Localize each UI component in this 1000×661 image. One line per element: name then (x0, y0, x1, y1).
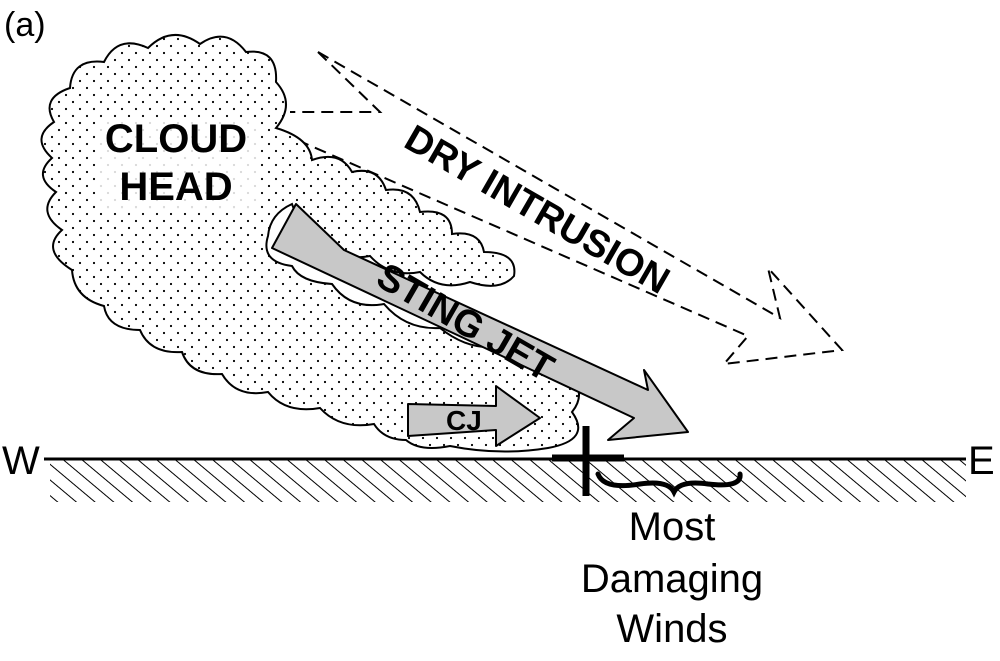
damaging-winds-label-line1: Most (629, 505, 716, 549)
cold-conveyor-jet-arrow (407, 385, 541, 447)
east-label: E (968, 439, 995, 483)
panel-label: (a) (4, 6, 46, 44)
cold-jet-label: CJ (446, 405, 482, 436)
sting-jet-arrow (271, 203, 689, 441)
damaging-winds-label-line2: Damaging (581, 557, 763, 601)
cloud-head-label-line2: HEAD (119, 165, 232, 209)
ground-hatching (50, 460, 966, 502)
damaging-winds-brace (595, 471, 743, 498)
damaging-winds-label-line3: Winds (616, 607, 727, 651)
dry-intrusion-arrow (287, 51, 845, 366)
west-label: W (2, 439, 40, 483)
cloud-head-label: CLOUD HEAD (98, 117, 258, 209)
surface-front-marker (552, 426, 624, 496)
cloud-head-label-line1: CLOUD (105, 117, 247, 161)
